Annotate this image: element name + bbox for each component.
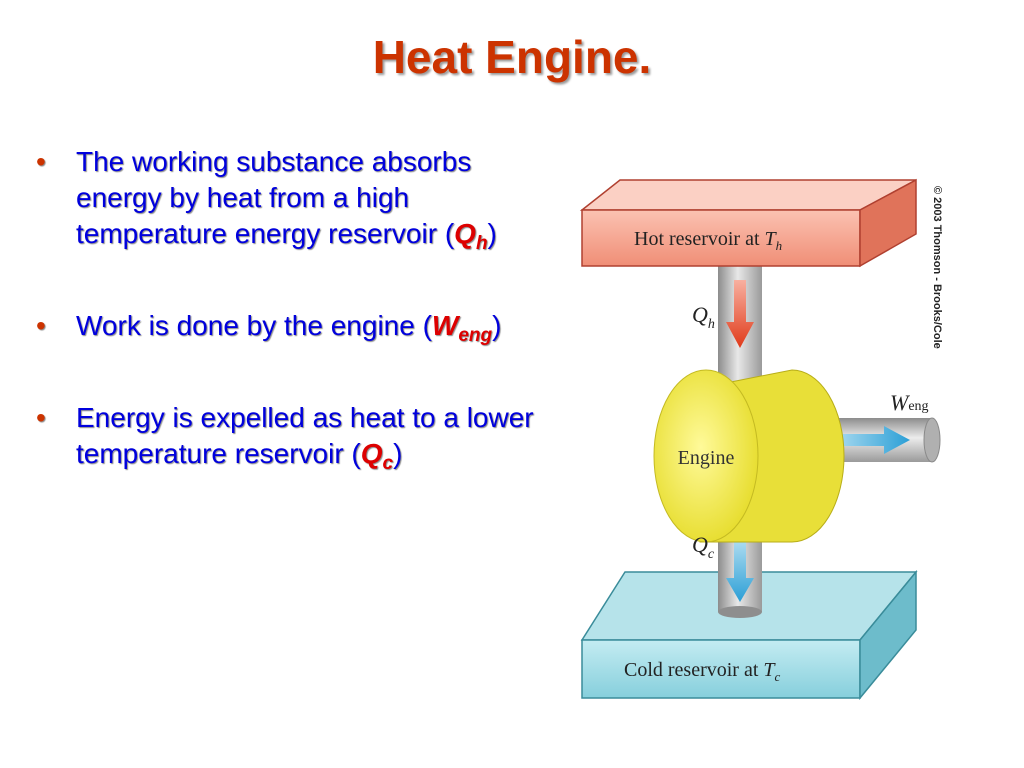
symbol-letter: Q [454,218,476,249]
w-arrow-icon [822,426,910,454]
bullet-item: • The working substance absorbs energy b… [36,144,536,262]
cold-reservoir-label: Cold reservoir at Tc [624,659,781,684]
bullet-symbol: Weng [431,310,492,346]
hot-reservoir [579,178,917,268]
bullet-text: Energy is expelled as heat to a lower te… [76,402,534,469]
qc-label: Qc [692,532,715,562]
bullet-suffix: ) [492,310,502,341]
engine-label: Engine [678,447,735,469]
symbol-letter: Q [360,438,383,469]
bullet-suffix: ) [393,438,403,469]
bullet-item: • Energy is expelled as heat to a lower … [36,400,536,482]
bullet-suffix: ) [487,218,497,249]
bullet-text: Work is done by the engine ( [76,310,432,341]
copyright-text: © 2003 Thomson - Brooks/Cole [931,186,943,349]
qh-label: Qh [692,302,715,332]
symbol-subscript: h [475,233,488,254]
slide-title: Heat Engine. [372,31,652,83]
bullet-symbol: Qh [454,218,487,254]
hot-reservoir-label: Hot reservoir at Th [634,228,782,253]
bullet-item: • Work is done by the engine (Weng) [36,308,536,354]
symbol-subscript: c [382,453,394,474]
heat-engine-diagram: Hot reservoir at Th Cold reservoir at Tc… [579,178,943,701]
bullet-icon: • [36,310,46,341]
bullet-text: The working substance absorbs energy by … [76,146,472,249]
w-label: Weng [890,390,929,415]
symbol-letter: W [431,310,459,341]
bullet-symbol: Qc [360,438,393,474]
qc-arrow-icon [726,532,754,602]
engine-cylinder [653,369,845,543]
symbol-subscript: eng [458,325,493,346]
bullet-list: • The working substance absorbs energy b… [36,144,536,528]
qh-arrow-icon [726,280,754,348]
bullet-icon: • [36,402,46,433]
bullet-icon: • [36,146,46,177]
